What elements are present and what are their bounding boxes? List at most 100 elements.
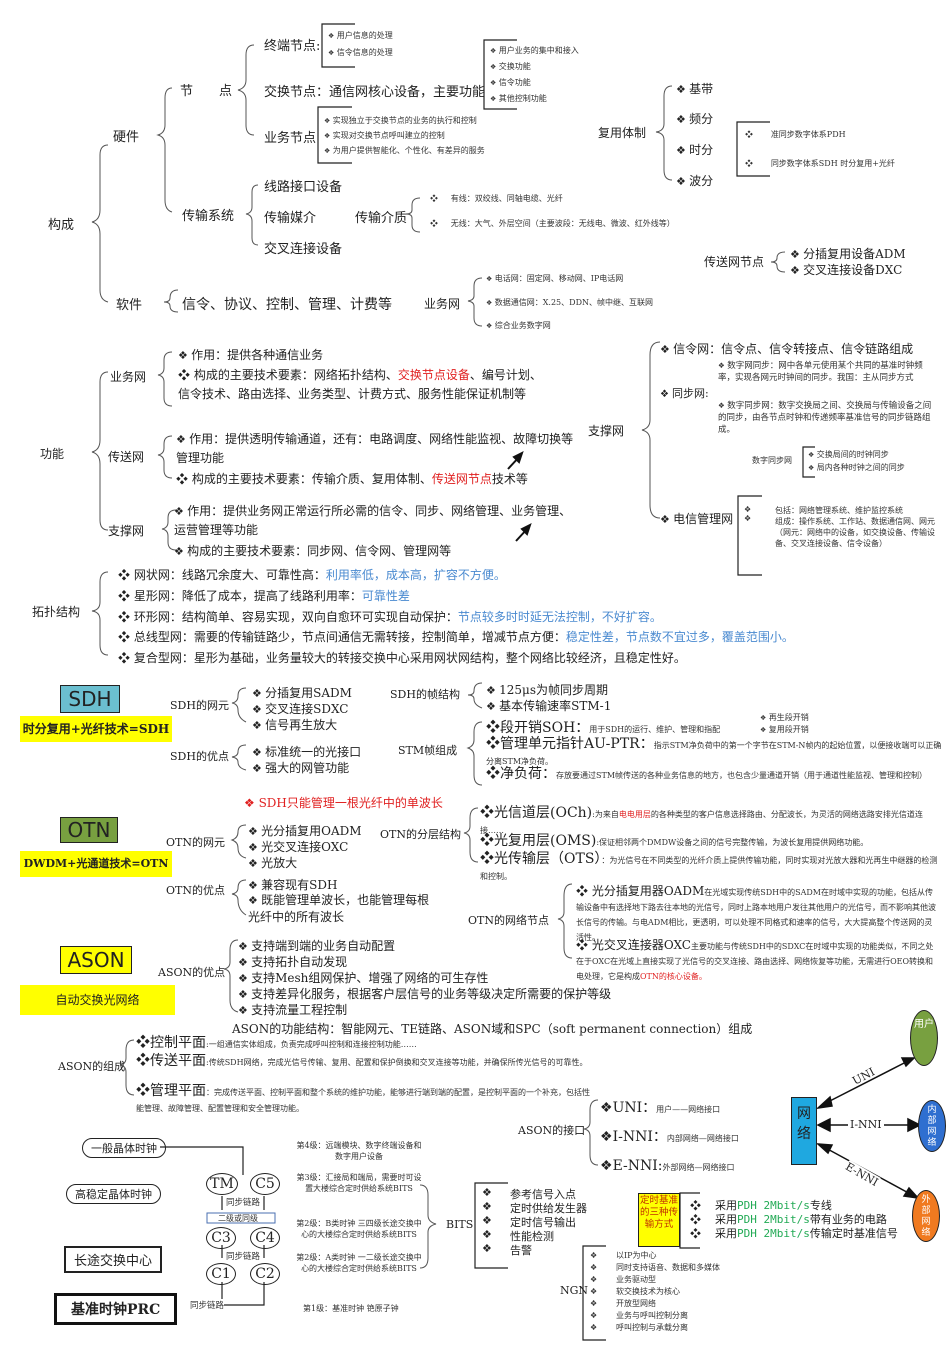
service-net-item: 电话网：固定网、移动网、IP电话网 <box>486 273 624 284</box>
topology-title: 拓扑结构 <box>32 605 81 619</box>
transmission-label: 传输系统 <box>182 209 235 224</box>
ngn-item: 同时支持语音、数据和多媒体 <box>616 1263 720 1272</box>
terminal-node-label: 终端节点: <box>264 39 321 54</box>
service-net-role: 作用：提供各种通信业务 <box>178 346 323 363</box>
ason-advantage-item: 支持Mesh组网保护、增强了网络的可生存性 <box>238 969 488 986</box>
clock-level-3: 第3级：汇接局和端局，需要时可设置大楼综合定时供给系统BITS <box>296 1173 422 1193</box>
otn-title-box: OTN <box>60 817 118 843</box>
clock-node-c3: C3 <box>206 1227 236 1249</box>
bits-item: 定时信号输出 <box>510 1216 576 1229</box>
transport-node-item: 分插复用设备ADM <box>790 245 906 262</box>
sdh-frame-item: 125μs为帧同步周期 <box>486 681 608 698</box>
transport-net-fn-label: 传送网 <box>108 450 145 464</box>
ason-advantage-item: 支持拓扑自动发现 <box>238 953 347 970</box>
transport-net-role: 作用：提供透明传输通道，还有：电路调度、网络性能监视、故障切换等管理功能 <box>176 430 576 468</box>
sync-net-label: 同步网: <box>660 385 709 401</box>
clock-node-c5: C5 <box>250 1173 280 1195</box>
ason-management-plane: ❖管理平面：完成传送平面、控制平面和整个系统的维护功能，能够进行端到端的配置，是… <box>136 1083 590 1113</box>
support-net-role: 作用：提供业务网正常运行所必需的信令、同步、网络管理、业务管理、运营管理等功能 <box>174 502 574 540</box>
otn-elements-label: OTN的网元 <box>166 836 225 849</box>
transport-node-item: 交叉连接设备DXC <box>790 261 902 278</box>
level-box-label: 二级或同级 <box>218 1214 258 1223</box>
user-node: 用户 <box>910 1010 938 1066</box>
tmn-label: 电信管理网 <box>660 510 733 527</box>
ason-structure: ASON的功能结构：智能网元、TE链路、ASON域和SPC（soft perma… <box>232 1022 753 1036</box>
service-node-item: 实现独立于交换节点的业务的执行和控制 <box>324 115 477 126</box>
sync-link-label: 同步链路 <box>226 1196 261 1208</box>
network-center-node: 网络 <box>791 1097 817 1165</box>
service-net-label: 业务网 <box>424 297 461 311</box>
multiplex-item: 基带 <box>676 80 713 97</box>
ason-advantage-item: 支持流量工程控制 <box>238 1001 347 1018</box>
multiplex-label: 复用体制 <box>598 126 647 140</box>
clock-level-2b: 第2级：B类时钟 三四级长途交换中心的大楼综合定时供给系统BITS <box>296 1219 422 1239</box>
medium-item-wired: ❖ 有线：双绞线、同轴电缆、光纤 <box>430 194 563 203</box>
sdh-formula: 时分复用+光纤技术=SDH <box>20 716 172 742</box>
otn-element-item: 光交叉连接OXC <box>248 838 348 855</box>
sync-net-item: 数字网同步：网中各单元使用某个共同的基准时钟频率，实现各网元时钟间的同步。我国：… <box>718 360 933 384</box>
stm-soh: ❖段开销SOH：用于SDH的运行、维护、管理和指配 <box>486 720 721 736</box>
ason-composition-label: ASON的组成 <box>58 1060 126 1073</box>
transmission-item: 线路接口设备 <box>264 180 343 195</box>
ason-advantage-item: 支持差异化服务，根据客户层信号的业务等级决定所需要的保护等级 <box>238 985 611 1002</box>
sdh-frame-label: SDH的帧结构 <box>390 688 460 701</box>
ngn-item: 业务与呼叫控制分离 <box>616 1311 688 1320</box>
ngn-item: 软交换技术为核心 <box>616 1287 680 1296</box>
sdh-advantages-label: SDH的优点 <box>170 750 229 763</box>
ason-advantages-label: ASON的优点 <box>158 966 226 979</box>
service-node-label: 业务节点 <box>264 131 317 146</box>
switching-node-label: 交换节点：通信网核心设备，主要功能 <box>264 85 486 100</box>
timing-item: ❖ 采用PDH 2Mbit/s带有业务的电路 <box>690 1213 887 1226</box>
ason-interface-enni: ❖E-NNI:外部网络—网络接口 <box>600 1158 735 1174</box>
bits-label: BITS <box>446 1218 474 1231</box>
prc-reference-clock: 基准时钟PRC <box>54 1293 178 1325</box>
sdh-element-item: 分插复用SADM <box>252 684 352 701</box>
software-label: 软件 <box>116 298 143 313</box>
multiplex-item: 波分 <box>676 172 713 189</box>
switching-node-item: 信令功能 <box>490 77 531 88</box>
transport-node-label: 传送网节点 <box>704 255 765 269</box>
otn-layer-och: ❖光信道层(OCh):为来自电电用层的各种类型的客户信息选择路由、分配波长，为灵… <box>480 805 923 835</box>
sdh-elements-label: SDH的网元 <box>170 699 229 712</box>
sdh-advantage-item: 标准统一的光接口 <box>252 743 361 760</box>
topology-item: ❖ 星形网：降低了成本，提高了线路利用率：可靠性差 <box>118 589 410 603</box>
ason-interfaces-label: ASON的接口 <box>518 1124 586 1137</box>
timing-item: ❖ 采用PDH 2Mbit/s传输定时基准信号 <box>690 1227 898 1240</box>
ason-advantage-item: 支持端到端的业务自动配置 <box>238 937 395 954</box>
soh-sub-item: 再生段开销 <box>760 712 809 723</box>
transport-net-tech: ❖ 构成的主要技术要素：传输介质、复用体制、传送网节点技术等 <box>176 472 528 486</box>
ngn-item: 以IP为中心 <box>616 1251 657 1260</box>
otn-layers-label: OTN的分层结构 <box>380 828 461 841</box>
otn-nodes-label: OTN的网络节点 <box>468 914 549 927</box>
ngn-bullets: ❖❖❖❖❖❖❖ <box>590 1251 598 1332</box>
ngn-item: 开放型网络 <box>616 1299 656 1308</box>
software-text: 信令、协议、控制、管理、计费等 <box>182 297 392 313</box>
ason-interface-inni: ❖I-NNI：内部网络—网络接口 <box>600 1129 739 1145</box>
nodes-label: 节 点 <box>180 84 233 99</box>
stm-au-ptr: ❖管理单元指针AU-PTR：指示STM净负荷中的第一个字节在STM-N帧内的起始… <box>486 736 942 766</box>
high-stability-crystal-clock: 高稳定晶体时钟 <box>66 1184 161 1204</box>
sdh-note: ❖ SDH只能管理一根光纤中的单波长 <box>244 796 443 810</box>
otn-advantage-item: 既能管理单波长，也能管理每根光纤中的所有波长 <box>248 892 438 925</box>
service-net-item: 综合业务数字网 <box>486 320 551 331</box>
digital-sync-item: 局内各种时钟之间的同步 <box>808 462 905 473</box>
transmission-item: 传输媒介 <box>264 211 317 226</box>
signaling-net: 信令网：信令点、信令转接点、信令链路组成 <box>660 340 913 357</box>
clock-level-1: 第1级：基准时钟 铯原子钟 <box>303 1304 399 1313</box>
stm-payload: ❖净负荷：存放要通过STM帧传送的各种业务信息的地方，也包含少量通道开销（用于通… <box>486 766 928 782</box>
clock-level-2a: 第2级：A类时钟 一二级长途交换中心的大楼综合定时供给系统BITS <box>296 1253 422 1273</box>
service-net-fn-label: 业务网 <box>110 370 147 384</box>
support-net-tech: 构成的主要技术要素：同步网、信令网、管理网等 <box>174 542 451 559</box>
tmn-bullets: ❖❖ <box>744 505 752 523</box>
switching-node-item: 用户业务的集中和接入 <box>490 45 579 56</box>
switching-node-item: 其他控制功能 <box>490 93 547 104</box>
otn-formula: DWDM+光通道技术=OTN <box>20 851 172 877</box>
sync-link-label: 同步链路 <box>226 1250 261 1262</box>
ason-title-box: ASON <box>60 946 132 974</box>
clock-node-c4: C4 <box>250 1227 280 1249</box>
ason-transport-plane: ❖传送平面:传统SDH网络，完成光信号传输、复用、配置和保护倒换和交叉连接等功能… <box>136 1053 588 1069</box>
digital-sync-item: 交换局间的时钟同步 <box>808 449 889 460</box>
multiplex-item: 频分 <box>676 110 713 127</box>
clock-node-c2: C2 <box>250 1263 280 1285</box>
tmn-item: 包括：网络管理系统、维护监控系统 <box>775 506 903 515</box>
